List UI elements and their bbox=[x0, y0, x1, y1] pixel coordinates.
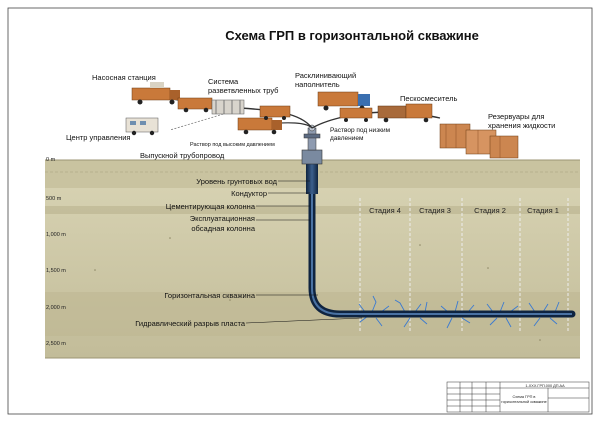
stamp-title-2: горизонтальной скважине bbox=[501, 400, 546, 404]
label-fracture: Гидравлический разрыв пласта bbox=[135, 319, 246, 328]
sand-mixer-icon bbox=[377, 103, 433, 123]
stage-1-label: Стадия 1 bbox=[527, 206, 559, 215]
fracture-network bbox=[358, 295, 560, 329]
stage-4-label: Стадия 4 bbox=[369, 206, 401, 215]
depth-mark-2000: 2,000 m bbox=[46, 305, 66, 311]
label-manifold-1: Система bbox=[208, 77, 239, 86]
conductor-casing bbox=[306, 158, 318, 194]
wellhead bbox=[301, 149, 323, 165]
depth-scale: 0 m 500 m 1,000 m 1,500 m 2,000 m 2,500 … bbox=[46, 157, 66, 347]
label-groundwater: Уровень грунтовых вод bbox=[196, 177, 277, 186]
label-reservoirs-2: хранения жидкости bbox=[488, 121, 555, 130]
label-casing-1: Эксплуатационная bbox=[190, 214, 255, 223]
christmas-tree-icon bbox=[307, 127, 317, 151]
label-pump-station: Насосная станция bbox=[92, 73, 156, 82]
stamp-title-1: Схема ГРП в bbox=[513, 395, 536, 399]
label-proppant-1: Расклинивающий bbox=[295, 71, 356, 80]
label-control-center: Центр управления bbox=[66, 133, 130, 142]
drawing-frame bbox=[7, 7, 593, 415]
depth-mark-0: 0 m bbox=[46, 157, 56, 163]
proppant-trucks-icon bbox=[317, 91, 373, 122]
high-pressure-trucks-icon bbox=[237, 105, 291, 135]
label-proppant-2: наполнитель bbox=[295, 80, 340, 89]
label-discharge: Выпускной трубопровод bbox=[140, 151, 225, 160]
storage-tanks-icon bbox=[439, 123, 519, 159]
stage-dividers bbox=[359, 198, 569, 332]
title-block bbox=[446, 381, 590, 413]
depth-mark-500: 500 m bbox=[46, 196, 62, 202]
label-sand-mixer: Пескосмеситель bbox=[400, 94, 458, 103]
label-horizontal-well: Горизонтальная скважина bbox=[164, 291, 255, 300]
label-casing-2: обсадная колонна bbox=[191, 224, 255, 233]
depth-mark-2500: 2,500 m bbox=[46, 341, 66, 347]
label-low-pressure-2: давлением bbox=[330, 135, 364, 142]
surface-callouts: Насосная станция Система разветвленных т… bbox=[66, 71, 555, 160]
stage-3-label: Стадия 3 bbox=[419, 206, 451, 215]
stage-2-label: Стадия 2 bbox=[474, 206, 506, 215]
well-bore bbox=[301, 124, 576, 318]
label-low-pressure-1: Раствор под низким bbox=[330, 127, 391, 134]
control-van-icon bbox=[125, 117, 159, 136]
pump-trucks-icon bbox=[131, 82, 213, 113]
depth-mark-1000: 1,000 m bbox=[46, 232, 66, 238]
label-reservoirs-1: Резервуары для bbox=[488, 112, 545, 121]
label-conductor: Кондуктор bbox=[231, 189, 267, 198]
label-manifold-2: разветвленных труб bbox=[208, 86, 278, 95]
surface-equipment bbox=[125, 82, 519, 159]
stamp-code: 1-ХХХ.ГРП.000 ДП.АА bbox=[525, 384, 565, 388]
manifold-icon bbox=[211, 99, 245, 115]
well-callouts: Уровень грунтовых вод Кондуктор Цементир… bbox=[135, 177, 363, 328]
diagram-title: Схема ГРП в горизонтальной скважине bbox=[225, 28, 479, 43]
label-high-pressure: Раствор под высоким давлением bbox=[190, 142, 275, 148]
depth-mark-1500: 1,500 m bbox=[46, 268, 66, 274]
label-cement: Цементирующая колонна bbox=[166, 202, 256, 211]
